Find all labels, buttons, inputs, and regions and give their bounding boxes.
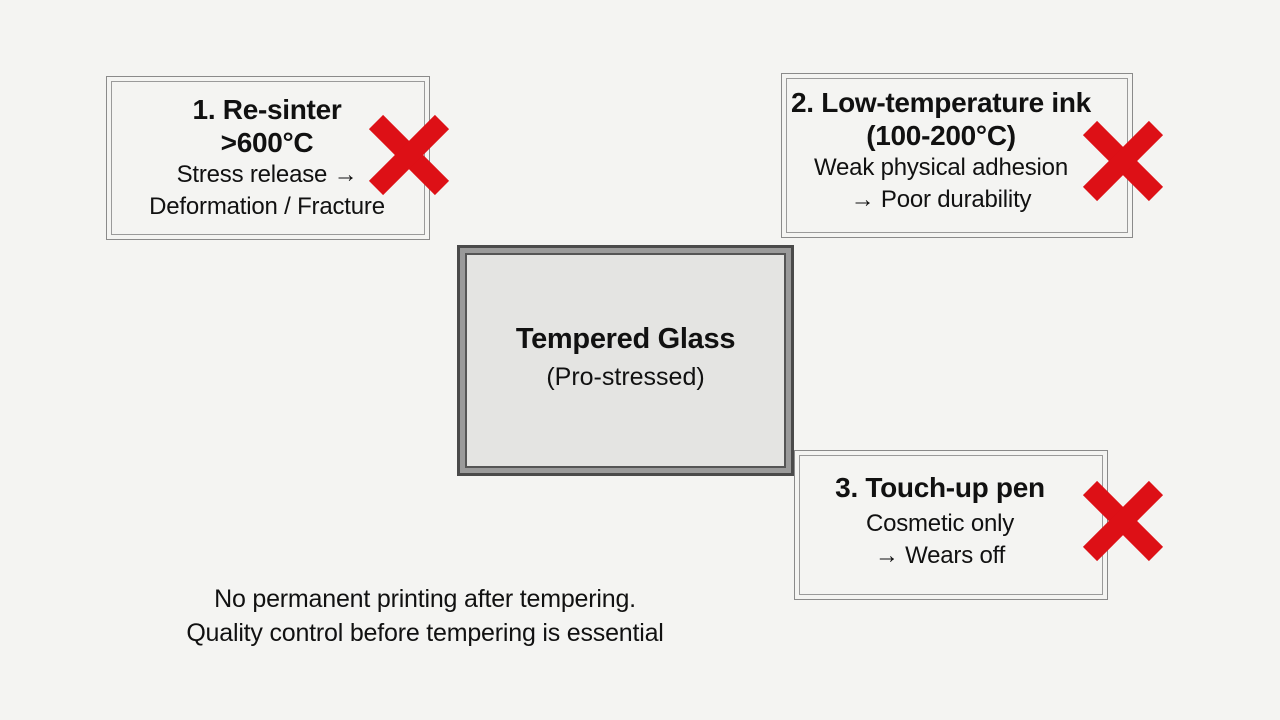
method-desc-line: Cosmetic only [865, 510, 1015, 537]
method-desc-line: → Wears off [874, 542, 1006, 569]
method-title-line: (100-200°C) [866, 120, 1016, 151]
method-desc-line: Weak physical adhesion [814, 154, 1068, 181]
method-title-line: 2. Low-temperature ink [791, 87, 1091, 118]
method-title-line: 1. Re-sinter [192, 94, 342, 125]
method-desc-line: Stress release → [176, 161, 358, 188]
method-desc-line: Deformation / Fracture [149, 193, 385, 220]
method-box-low-temperature-ink: 2. Low-temperature ink (100-200°C) Weak … [781, 73, 1133, 238]
method-title: 3. Touch-up pen [795, 471, 1085, 504]
method-title-line: >600°C [220, 127, 314, 158]
method-description: Weak physical adhesion → Poor durability [782, 152, 1100, 216]
method-title: 1. Re-sinter >600°C [107, 93, 427, 159]
center-subtitle: (Pro-stressed) [546, 363, 705, 391]
tempered-glass-box: Tempered Glass (Pro-stressed) [457, 245, 794, 476]
footer-note: No permanent printing after tempering. Q… [140, 582, 710, 650]
red-x-icon [1082, 120, 1164, 202]
method-box-re-sinter: 1. Re-sinter >600°C Stress release → Def… [106, 76, 430, 240]
center-title: Tempered Glass [515, 323, 736, 355]
glass-pane: Tempered Glass (Pro-stressed) [465, 253, 786, 468]
method-desc-line: → Poor durability [850, 186, 1032, 213]
method-description: Cosmetic only → Wears off [795, 508, 1085, 572]
method-box-touch-up-pen: 3. Touch-up pen Cosmetic only → Wears of… [794, 450, 1108, 600]
red-x-icon [1082, 480, 1164, 562]
method-description: Stress release → Deformation / Fracture [107, 159, 427, 223]
method-title-line: 3. Touch-up pen [835, 472, 1045, 503]
footer-line: Quality control before tempering is esse… [186, 619, 664, 647]
method-title: 2. Low-temperature ink (100-200°C) [782, 86, 1100, 152]
red-x-icon [368, 114, 450, 196]
footer-line: No permanent printing after tempering. [214, 585, 636, 613]
